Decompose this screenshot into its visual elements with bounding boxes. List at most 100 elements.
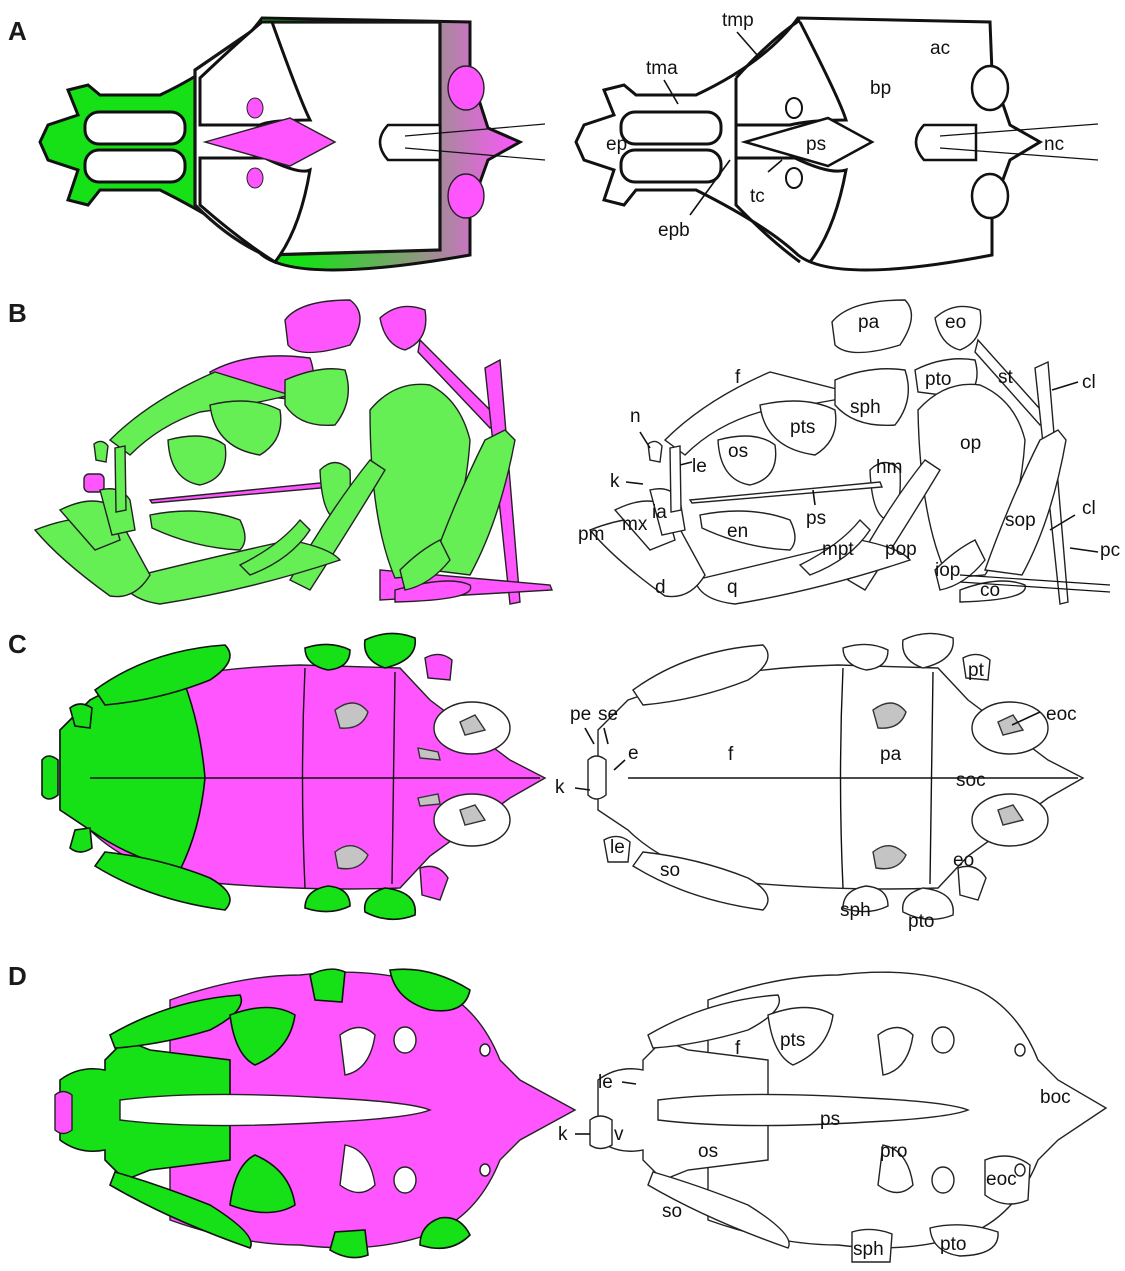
d-small-upper-outline: [1015, 1044, 1025, 1056]
b-arrow-n: [640, 432, 650, 448]
label-b-sop: sop: [1005, 510, 1036, 531]
label-b-pa: pa: [858, 312, 880, 333]
b-ps-outline: [690, 482, 882, 503]
d-foramen-upper-outline: [932, 1027, 954, 1053]
label-ps-a: ps: [806, 134, 826, 155]
c-k-outline: [588, 756, 606, 799]
label-c-sph: sph: [840, 900, 871, 921]
panel-letter-a: A: [8, 16, 27, 46]
label-b-q: q: [727, 577, 738, 598]
label-b-sph: sph: [850, 397, 881, 418]
label-c-e: e: [628, 743, 639, 764]
label-b-op: op: [960, 433, 981, 454]
label-d-v: v: [614, 1124, 624, 1145]
label-c-le: le: [610, 837, 625, 858]
label-c-k: k: [555, 777, 565, 798]
label-ep: ep: [606, 134, 627, 155]
c-eo-outline: [958, 866, 986, 900]
label-d-pts: pts: [780, 1030, 805, 1051]
label-b-f: f: [735, 367, 741, 388]
panel-d-outline-skull: [575, 972, 1106, 1262]
label-c-pa: pa: [880, 744, 902, 765]
panel-a-colored-chondrocranium: [40, 18, 545, 270]
label-tma: tma: [646, 58, 678, 79]
d-green-bottom-mid: [330, 1230, 368, 1258]
label-b-pc: pc: [1100, 540, 1120, 561]
label-c-eoc: eoc: [1046, 704, 1077, 725]
label-c-pto: pto: [908, 911, 934, 932]
label-b-pto: pto: [925, 369, 951, 390]
foramen-magnum-outline: [916, 125, 976, 160]
panel-letter-b: B: [8, 298, 27, 328]
label-b-k: k: [610, 471, 620, 492]
label-d-ps: ps: [820, 1109, 840, 1130]
label-b-st: st: [998, 367, 1014, 388]
c-arrow-pe: [585, 728, 594, 744]
c-eo-lower-colored: [420, 866, 448, 900]
label-b-n: n: [630, 406, 641, 427]
label-d-sph: sph: [853, 1239, 884, 1260]
c-sph-lower-colored: [305, 886, 350, 912]
panel-b-colored-skull: [35, 300, 552, 604]
b-n-outline: [648, 441, 662, 462]
label-epb: epb: [658, 220, 690, 241]
label-b-en: en: [727, 521, 748, 542]
label-d-k: k: [558, 1124, 568, 1145]
foramen-magnum-colored: [380, 125, 440, 160]
ep-outline-lower: [621, 150, 721, 182]
tc-upper-colored: [247, 98, 263, 118]
panel-d-colored-skull: [55, 969, 575, 1257]
ac-outline-lower: [972, 174, 1008, 218]
panel-c-outline-skull: [575, 633, 1083, 919]
label-b-pop: pop: [885, 539, 917, 560]
panel-a-outline-chondrocranium: [576, 18, 1098, 270]
ep-window-lower: [85, 150, 185, 182]
tc-lower-colored: [247, 168, 263, 188]
label-b-iop: iop: [935, 560, 960, 581]
auditory-capsule-lower-colored: [448, 174, 484, 218]
label-b-mpt: mpt: [822, 539, 854, 560]
label-b-pm: pm: [578, 524, 604, 545]
label-d-pro: pro: [880, 1141, 907, 1162]
b-os-colored: [168, 436, 226, 485]
label-b-ps: ps: [806, 508, 826, 529]
label-d-eoc: eoc: [986, 1169, 1017, 1190]
ac-outline-upper: [972, 66, 1008, 110]
label-b-cl-top: cl: [1082, 372, 1096, 393]
label-b-mx: mx: [622, 514, 648, 535]
c-pto-lower-colored: [365, 888, 416, 919]
c-pto-upper-colored: [365, 633, 416, 668]
label-b-cl-bottom: cl: [1082, 498, 1096, 519]
label-tc: tc: [750, 186, 765, 207]
ep-window-upper: [85, 112, 185, 144]
b-arrow-pc: [1070, 548, 1098, 552]
label-b-eo: eo: [945, 312, 966, 333]
b-n-colored: [94, 441, 108, 462]
label-d-pto: pto: [940, 1234, 966, 1255]
b-sph-colored: [285, 369, 348, 426]
label-b-os: os: [728, 441, 748, 462]
arrow-tmp: [737, 32, 758, 56]
label-b-ia: ia: [652, 502, 667, 523]
label-b-pts: pts: [790, 417, 815, 438]
label-bp: bp: [870, 78, 891, 99]
d-small-lower: [480, 1164, 490, 1176]
b-arrow-k: [626, 482, 643, 484]
label-nc: nc: [1044, 134, 1064, 155]
label-b-le: le: [692, 456, 707, 477]
label-b-d: d: [655, 577, 666, 598]
b-ps-colored: [150, 482, 332, 503]
label-d-so: so: [662, 1201, 682, 1222]
c-k-colored: [42, 756, 58, 799]
d-k-colored: [55, 1092, 72, 1134]
c-pto-upper-outline: [903, 633, 954, 668]
label-c-f: f: [728, 744, 734, 765]
d-foramen-lower-outline: [932, 1167, 954, 1193]
b-le-colored: [115, 446, 126, 512]
label-c-se: se: [598, 704, 618, 725]
c-le-lower-colored: [70, 828, 92, 852]
label-tmp: tmp: [722, 10, 754, 31]
label-d-le: le: [598, 1072, 613, 1093]
d-foramen-lower: [394, 1167, 416, 1193]
b-le-outline: [670, 446, 681, 512]
